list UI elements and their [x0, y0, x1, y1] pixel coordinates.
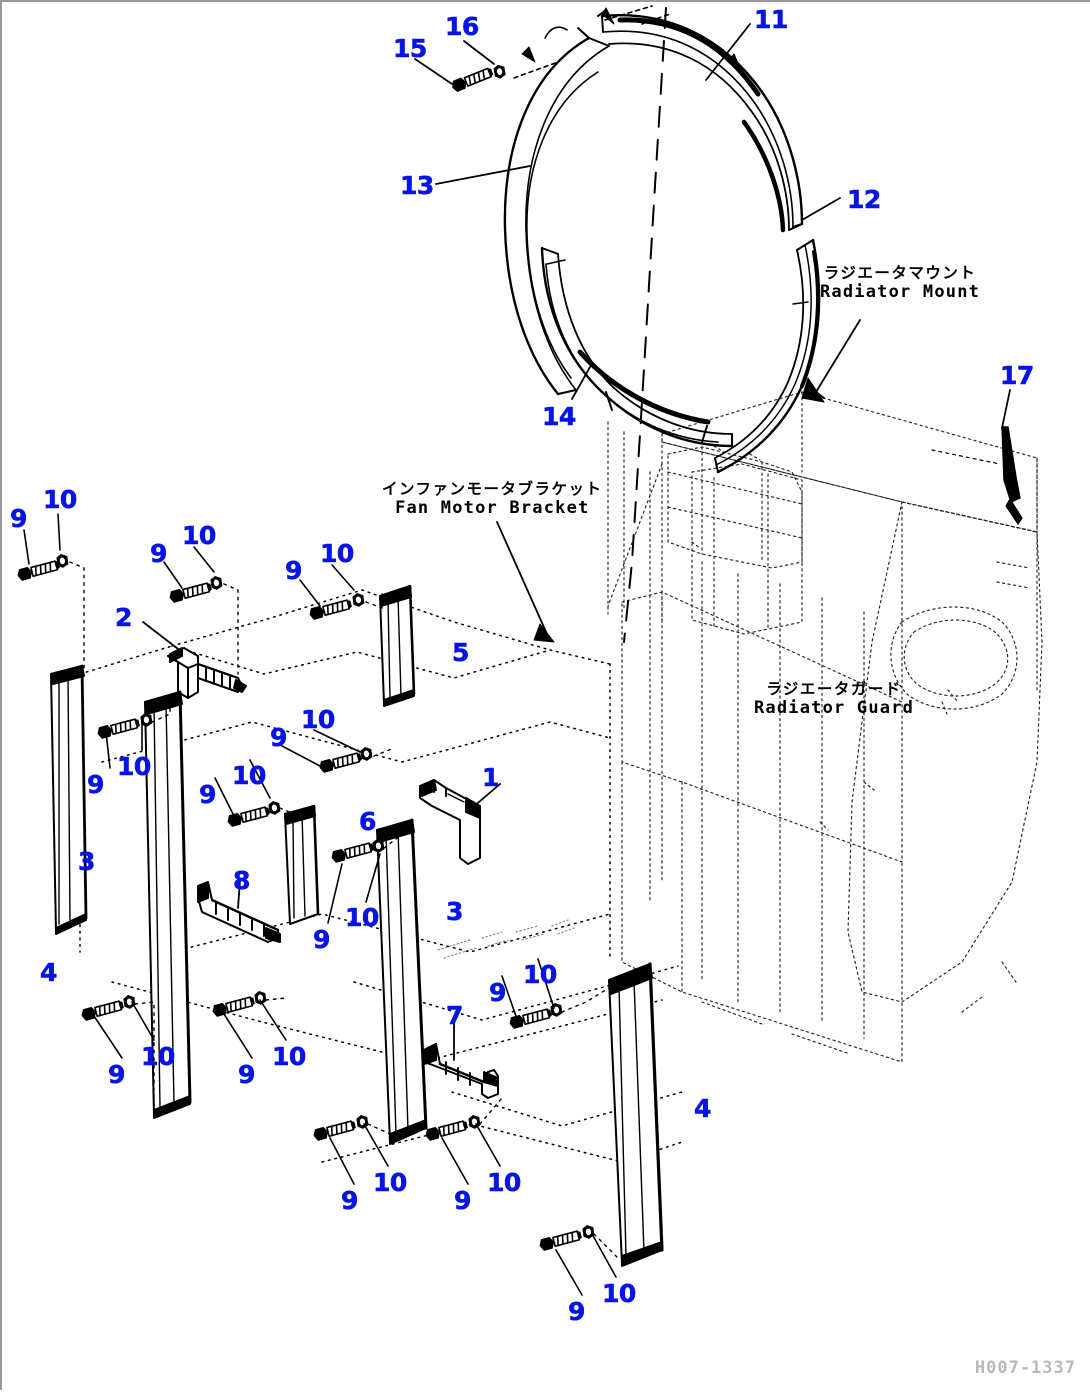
callout-number-17[interactable]: 17 — [1000, 361, 1035, 390]
annotation-en-text: Radiator Guard — [754, 698, 915, 718]
callout-number-12[interactable]: 12 — [847, 185, 882, 214]
part-6-guard-bar-short — [284, 804, 320, 925]
callout-number-10[interactable]: 10 — [141, 1042, 176, 1071]
radiator-mount-ring — [503, 7, 821, 643]
part-4-guard-bar-right — [608, 962, 664, 1267]
callout-number-9[interactable]: 9 — [454, 1186, 472, 1215]
callout-number-10[interactable]: 10 — [487, 1168, 522, 1197]
callout-number-5[interactable]: 5 — [452, 638, 470, 667]
part-5-guard-bar-short — [379, 584, 416, 707]
sheet-code: H007-1337 — [974, 1358, 1076, 1378]
callout-number-9[interactable]: 9 — [568, 1297, 586, 1326]
part-3-guard-bar-b — [376, 818, 428, 1145]
callout-number-16[interactable]: 16 — [445, 12, 480, 41]
callout-number-10[interactable]: 10 — [345, 903, 380, 932]
callout-number-9[interactable]: 9 — [199, 780, 217, 809]
part-8-rail-bracket — [197, 881, 281, 943]
callout-number-10[interactable]: 10 — [182, 521, 217, 550]
callout-number-9[interactable]: 9 — [489, 978, 507, 1007]
part-1-bracket — [419, 779, 481, 865]
callout-number-10[interactable]: 10 — [523, 960, 558, 989]
callout-number-13[interactable]: 13 — [400, 171, 435, 200]
callout-number-2[interactable]: 2 — [115, 603, 133, 632]
callout-number-9[interactable]: 9 — [270, 723, 288, 752]
callout-number-3[interactable]: 3 — [78, 847, 96, 876]
callout-number-10[interactable]: 10 — [117, 752, 152, 781]
callout-number-10[interactable]: 10 — [320, 539, 355, 568]
callout-number-9[interactable]: 9 — [238, 1060, 256, 1089]
callout-number-4[interactable]: 4 — [40, 958, 58, 987]
annotation-fan-motor-bracket: インファンモータブラケット Fan Motor Bracket — [382, 480, 603, 518]
part-15-bolt — [449, 65, 496, 94]
callout-number-9[interactable]: 9 — [108, 1060, 126, 1089]
callout-number-9[interactable]: 9 — [341, 1186, 359, 1215]
machine-body-phantom — [607, 391, 1043, 1063]
annotation-jp-text: インファンモータブラケット — [382, 480, 603, 498]
callout-number-9[interactable]: 9 — [150, 539, 168, 568]
callout-number-10[interactable]: 10 — [232, 761, 267, 790]
callout-number-9[interactable]: 9 — [313, 925, 331, 954]
callout-number-4[interactable]: 4 — [694, 1094, 712, 1123]
part-3-guard-bar-a — [144, 690, 192, 1119]
annotation-radiator-guard: ラジエータガード Radiator Guard — [754, 680, 914, 718]
callout-number-10[interactable]: 10 — [373, 1168, 408, 1197]
annotation-en-text: Radiator Mount — [820, 282, 981, 302]
callout-number-9[interactable]: 9 — [285, 556, 303, 585]
callout-number-6[interactable]: 6 — [359, 807, 377, 836]
callout-number-10[interactable]: 10 — [602, 1279, 637, 1308]
callout-number-9[interactable]: 9 — [87, 770, 105, 799]
callout-number-10[interactable]: 10 — [301, 705, 336, 734]
callout-number-8[interactable]: 8 — [233, 866, 251, 895]
callout-number-9[interactable]: 9 — [10, 504, 28, 533]
annotation-jp-text: ラジエータガード — [766, 680, 902, 698]
part-4-guard-bar-left — [50, 664, 88, 935]
callout-number-10[interactable]: 10 — [43, 485, 78, 514]
annotation-jp-text: ラジエータマウント — [823, 264, 977, 282]
callout-number-15[interactable]: 15 — [393, 34, 428, 63]
callout-number-11[interactable]: 11 — [754, 5, 789, 34]
part-2-bracket — [167, 647, 247, 699]
part-16-washer — [492, 63, 507, 80]
callout-number-14[interactable]: 14 — [542, 402, 577, 431]
callout-number-7[interactable]: 7 — [446, 1001, 464, 1030]
callout-number-10[interactable]: 10 — [272, 1042, 307, 1071]
callout-number-1[interactable]: 1 — [482, 763, 500, 792]
part-17-strip — [931, 389, 1023, 525]
annotation-en-text: Fan Motor Bracket — [395, 498, 590, 518]
part-7-rail-bracket — [423, 1043, 499, 1099]
annotation-radiator-mount: ラジエータマウント Radiator Mount — [820, 264, 980, 302]
callout-number-3[interactable]: 3 — [446, 897, 464, 926]
